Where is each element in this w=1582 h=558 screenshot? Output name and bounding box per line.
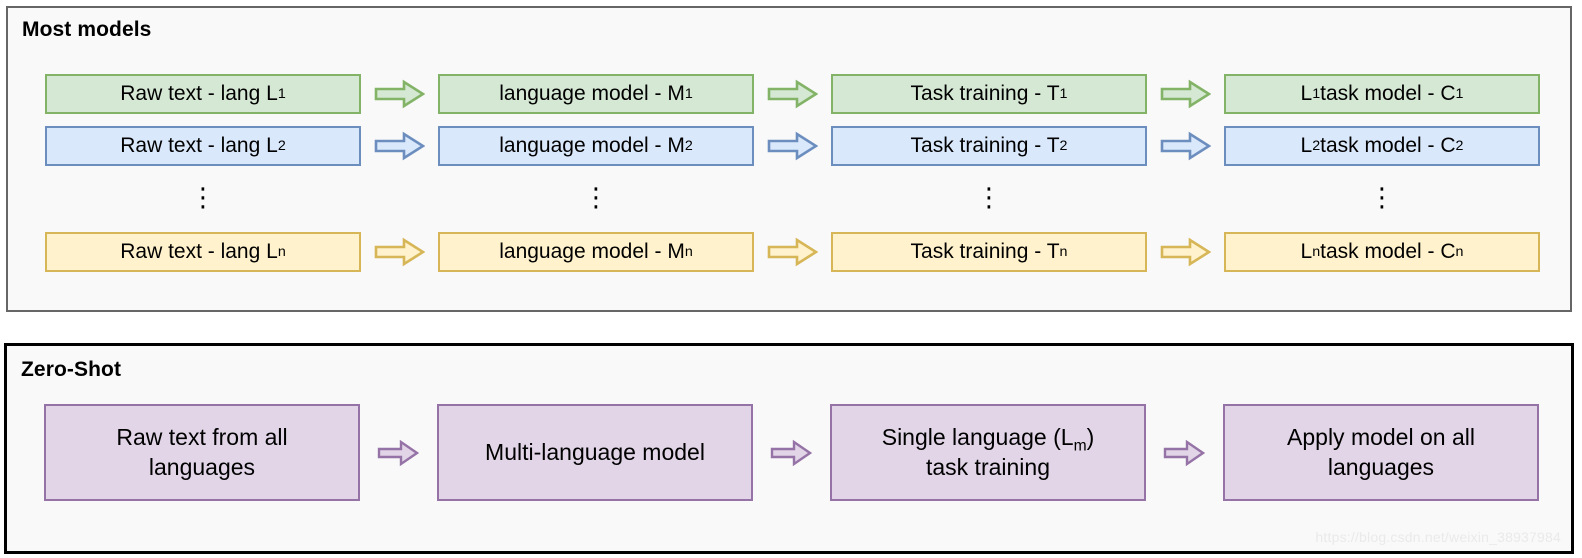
ellipsis-row: ⋮ ⋮ ⋮ ⋮ (8, 184, 1570, 218)
box-label-line1: Raw text from all (116, 424, 288, 451)
box-label: Raw text - lang L (120, 240, 278, 264)
arrow-right-icon (1160, 237, 1211, 267)
arrow-right-icon (377, 438, 419, 468)
box-label: L (1300, 240, 1313, 264)
arrow-right-icon (1160, 79, 1211, 109)
panel-title-zero-shot: Zero-Shot (21, 358, 122, 381)
box-label: Raw text - lang L (120, 82, 278, 106)
box-label-line1-tail: ) (1086, 424, 1095, 451)
arrow-right-icon (1160, 131, 1211, 161)
box-label-tail: task model - C (1320, 134, 1456, 158)
box-multi-language-model[interactable]: Multi-language model (437, 404, 753, 501)
vertical-ellipsis-icon: ⋮ (190, 182, 216, 212)
arrow-right-icon (767, 131, 818, 161)
arrow-right-icon (767, 237, 818, 267)
box-label: Task training - T (910, 134, 1060, 158)
box-label: language model - M (499, 240, 685, 264)
box-label-line2: languages (148, 453, 256, 480)
arrow-right-icon (374, 237, 425, 267)
box-label: L (1300, 134, 1313, 158)
arrow-right-icon (1163, 438, 1205, 468)
box-label-line1: Multi-language model (485, 438, 705, 465)
arrow-right-icon (770, 438, 812, 468)
arrow-right-icon (767, 79, 818, 109)
panel-zero-shot: Zero-Shot Raw text from all languages Mu… (4, 343, 1574, 554)
panel-title-most-models: Most models (22, 18, 152, 41)
zero-shot-row: Raw text from all languages Multi-langua… (7, 404, 1571, 501)
box-label: language model - M (499, 82, 685, 106)
box-label: Task training - T (910, 240, 1060, 264)
box-label-line2: languages (1327, 453, 1435, 480)
box-label: Raw text - lang L (120, 134, 278, 158)
box-subscript: m (1073, 437, 1087, 455)
vertical-ellipsis-icon: ⋮ (583, 182, 609, 212)
box-single-language-task-training[interactable]: Single language (Lm) task training (830, 404, 1146, 501)
box-label: L (1300, 82, 1313, 106)
vertical-ellipsis-icon: ⋮ (976, 182, 1002, 212)
arrow-right-icon (374, 79, 425, 109)
vertical-ellipsis-icon: ⋮ (1369, 182, 1395, 212)
box-apply-model-all-languages[interactable]: Apply model on all languages (1223, 404, 1539, 501)
watermark-text: https://blog.csdn.net/weixin_38937984 (1315, 529, 1561, 545)
box-raw-text-all-languages[interactable]: Raw text from all languages (44, 404, 360, 501)
box-label-line2: task training (925, 453, 1050, 480)
box-label-line1: Single language (Lm) (881, 423, 1095, 455)
box-label: language model - M (499, 134, 685, 158)
box-label: Task training - T (910, 82, 1060, 106)
arrow-right-icon (374, 131, 425, 161)
box-label-tail: task model - C (1320, 240, 1456, 264)
box-label-tail: task model - C (1320, 82, 1456, 106)
box-label-line1: Apply model on all (1287, 424, 1475, 451)
box-label-line1-text: Single language (L (881, 424, 1074, 451)
